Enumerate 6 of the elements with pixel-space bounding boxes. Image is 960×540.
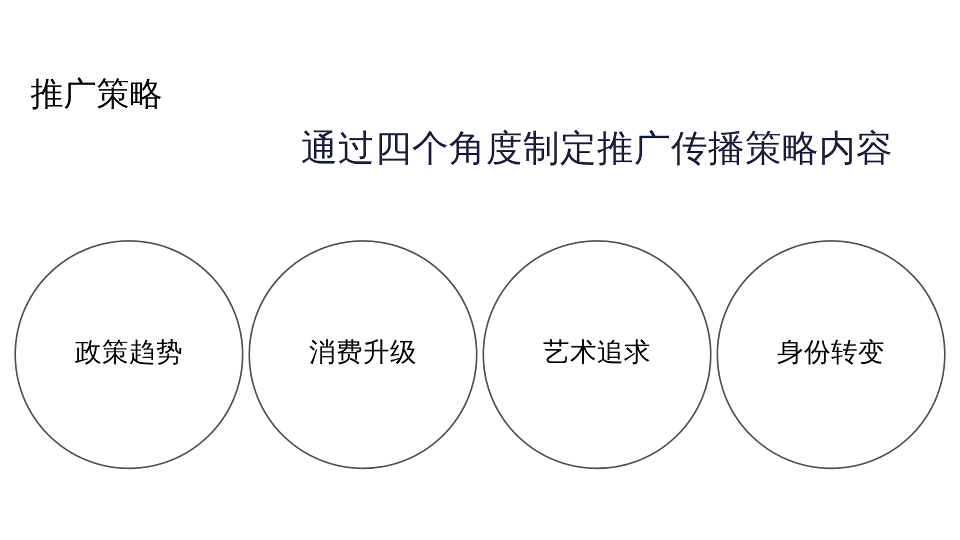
node-circle: 艺术追求: [482, 240, 712, 470]
node-circle: 政策趋势: [14, 240, 244, 470]
node-circle: 身份转变: [716, 240, 946, 470]
label: 通过四个角度制定推广传播策略内容: [301, 126, 894, 170]
diagram-title: 推广策略: [30, 74, 163, 113]
node-circle: 消费升级: [248, 240, 478, 470]
